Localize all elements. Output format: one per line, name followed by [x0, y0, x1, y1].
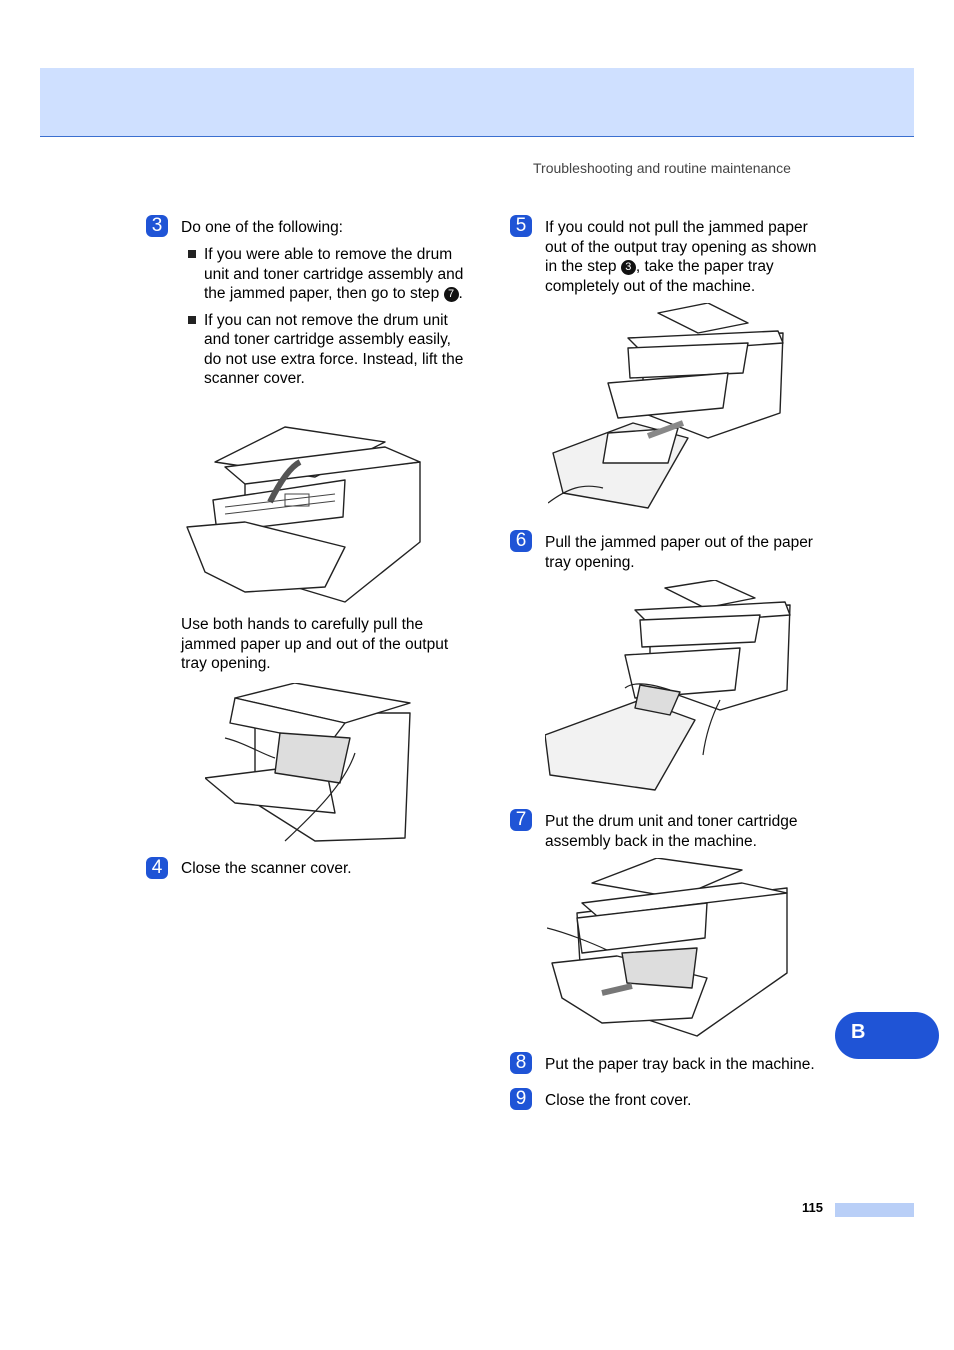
step-3-badge: 3: [146, 215, 168, 237]
step-8-text: Put the paper tray back in the machine.: [545, 1056, 815, 1073]
illustration-insert-drum-unit: [547, 858, 788, 1037]
header-banner: [40, 68, 914, 137]
page-number-bar: [835, 1203, 914, 1217]
running-head: Troubleshooting and routine maintenance: [533, 160, 791, 176]
chapter-tab[interactable]: B: [835, 1012, 939, 1059]
step-4-text: Close the scanner cover.: [181, 860, 352, 877]
option-1: If you were able to remove the drum unit…: [182, 245, 467, 304]
step-9-badge: 9: [510, 1088, 532, 1110]
step-5-text: If you could not pull the jammed paper o…: [545, 219, 817, 295]
step-3-options: If you were able to remove the drum unit…: [182, 245, 467, 396]
illustration-pull-paper-tray: [545, 580, 791, 791]
illustration-remove-paper-tray: [548, 303, 784, 509]
step-4-badge: 4: [146, 857, 168, 879]
step-3-paragraph: Use both hands to carefully pull the jam…: [181, 616, 449, 672]
illustration-lift-scanner-cover: [186, 426, 421, 603]
step-6-badge: 6: [510, 530, 532, 552]
step-3-text: Do one of the following:: [181, 219, 343, 236]
step-6-text: Pull the jammed paper out of the paper t…: [545, 534, 813, 571]
illustration-pull-paper-output: [205, 683, 411, 842]
step-5-badge: 5: [510, 215, 532, 237]
option-2: If you can not remove the drum unit and …: [182, 311, 467, 389]
step-7-badge: 7: [510, 809, 532, 831]
chapter-tab-label: B: [851, 1021, 866, 1043]
step-8-badge: 8: [510, 1052, 532, 1074]
step-ref-3-icon: 3: [620, 260, 636, 275]
bullet-square-icon: [188, 250, 196, 258]
page-number: 115: [802, 1200, 823, 1215]
step-9-text: Close the front cover.: [545, 1092, 692, 1109]
step-ref-7-icon: 7: [443, 287, 459, 302]
bullet-square-icon: [188, 315, 196, 324]
step-7-text: Put the drum unit and toner cartridge as…: [545, 813, 798, 850]
